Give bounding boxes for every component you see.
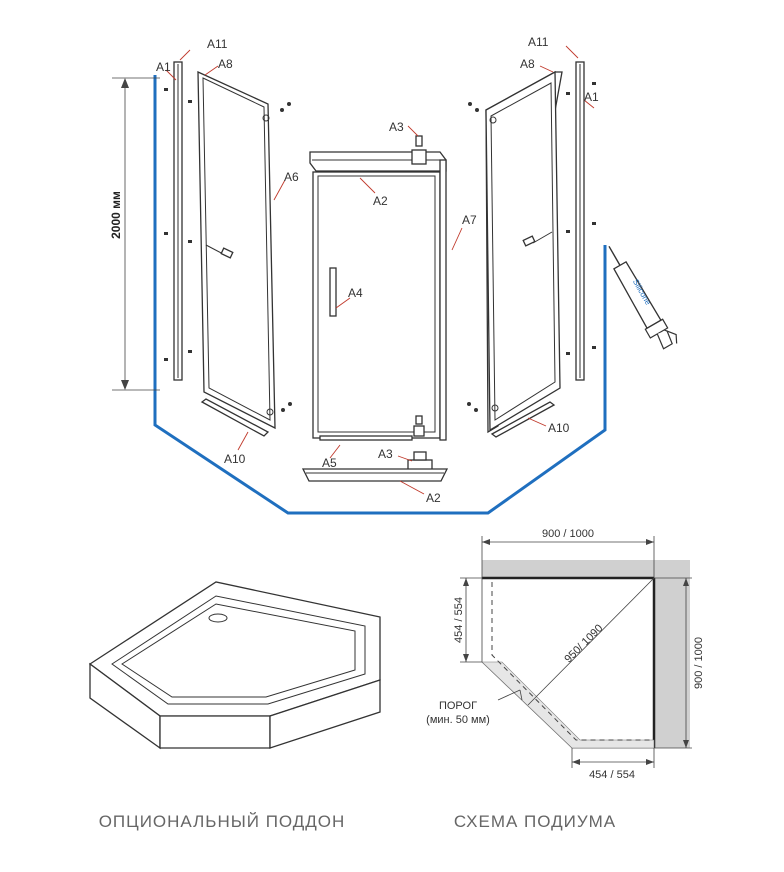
label-a6: A6 xyxy=(284,170,299,184)
silicone-gun-icon: Silicone xyxy=(608,245,678,350)
height-dimension: 2000 мм xyxy=(109,77,160,391)
label-a3-bottom: A3 xyxy=(378,447,393,461)
center-door xyxy=(309,135,447,441)
right-wall-profile xyxy=(566,61,596,381)
scheme-top-width: 900 / 1000 xyxy=(542,528,594,540)
caption-optional-tray: ОПЦИОНАЛЬНЫЙ ПОДДОН xyxy=(99,812,346,831)
label-a11-left: A11 xyxy=(207,37,228,51)
caption-podium-scheme: СХЕМА ПОДИУМА xyxy=(454,812,616,831)
label-a2-bottom: A2 xyxy=(426,491,441,505)
scheme-threshold-label: ПОРОГ xyxy=(439,700,477,712)
scheme-threshold-note: (мин. 50 мм) xyxy=(426,714,490,726)
label-a8-left: A8 xyxy=(218,57,233,71)
left-bottom-seal xyxy=(200,398,270,437)
left-wall-profile xyxy=(164,61,192,381)
scheme-bottom-width: 454 / 554 xyxy=(589,769,635,781)
label-a5: A5 xyxy=(322,456,337,470)
right-fixed-panel xyxy=(467,70,563,434)
height-dimension-label: 2000 мм xyxy=(109,191,123,239)
scheme-left-depth: 454 / 554 xyxy=(453,597,465,643)
podium-scheme xyxy=(460,536,692,768)
label-a1-left: A1 xyxy=(156,60,171,74)
left-fixed-panel xyxy=(197,70,292,430)
scheme-diagonal: 950/ 1090 xyxy=(562,622,605,665)
label-a7: A7 xyxy=(462,213,477,227)
label-a3-top: A3 xyxy=(389,120,404,134)
floor-rail xyxy=(301,468,449,482)
label-a8-right: A8 xyxy=(520,57,535,71)
label-a1-right: A1 xyxy=(584,90,599,104)
optional-shower-tray xyxy=(88,581,381,750)
scheme-right-height: 900 / 1000 xyxy=(693,637,705,689)
right-bottom-seal xyxy=(490,401,556,438)
label-a10-left: A10 xyxy=(224,452,246,466)
label-a4: A4 xyxy=(348,286,363,300)
enclosure-floor-outline xyxy=(153,75,607,515)
label-a10-right: A10 xyxy=(548,421,570,435)
label-a11-right: A11 xyxy=(528,35,549,49)
label-a2-top: A2 xyxy=(373,194,388,208)
